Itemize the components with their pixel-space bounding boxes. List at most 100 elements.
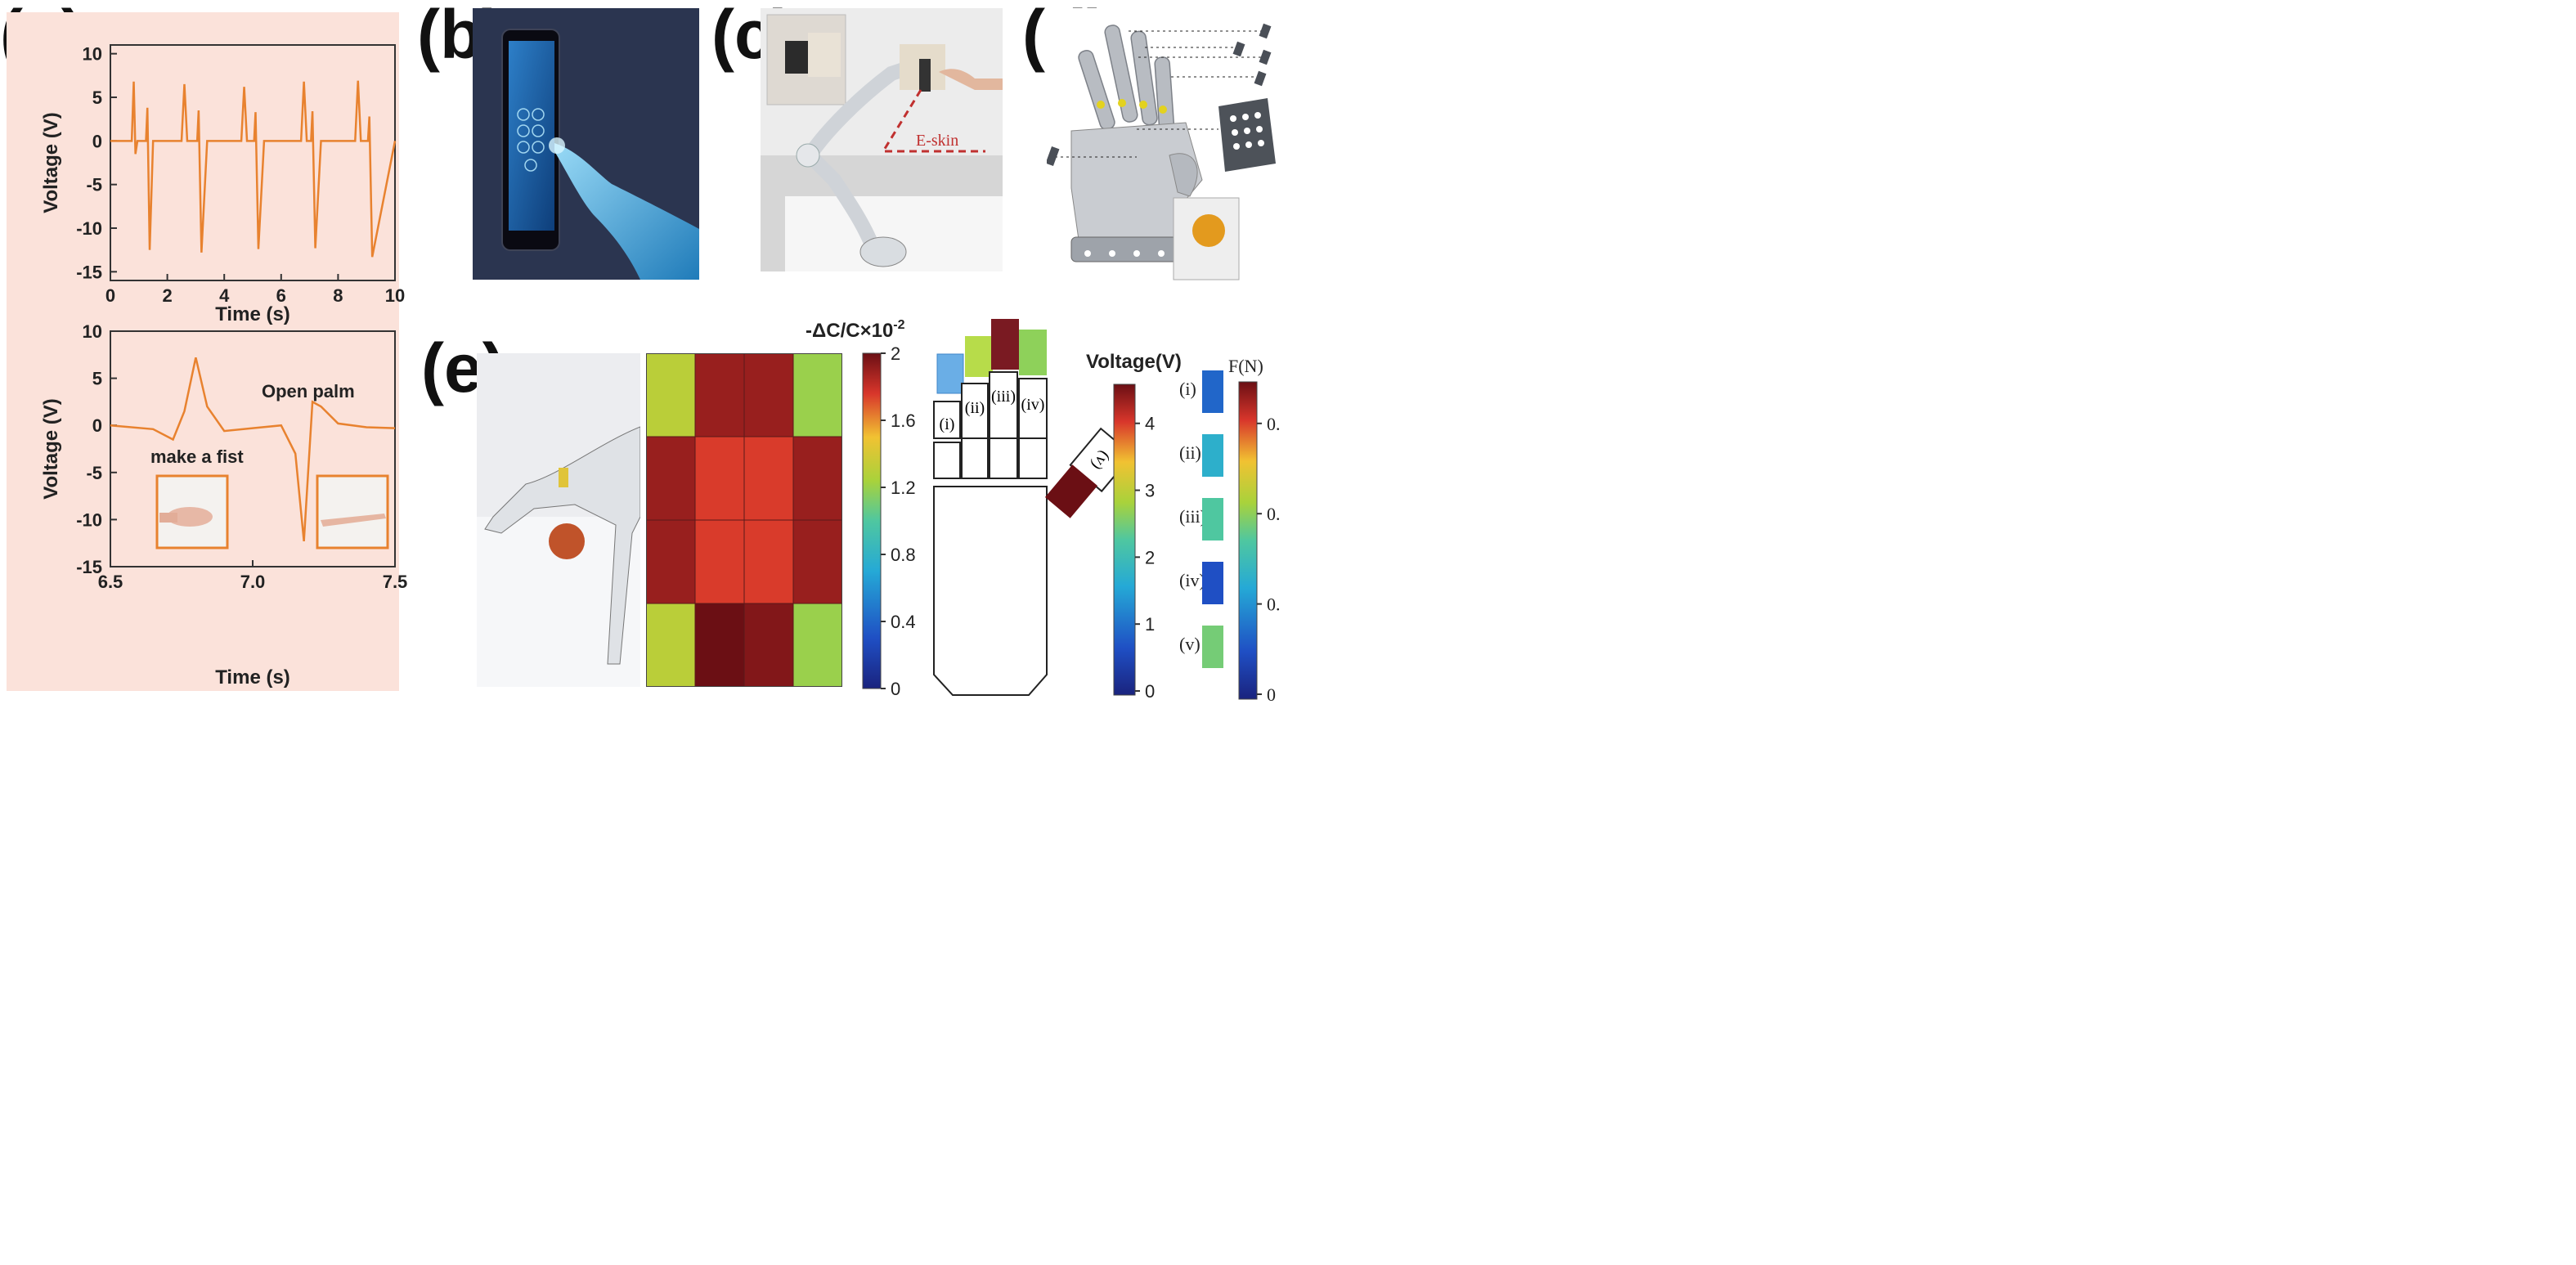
x-tick-label: 10 bbox=[385, 285, 405, 306]
heatmap-cell bbox=[646, 603, 696, 687]
force-label: (i) bbox=[1179, 379, 1196, 399]
heatmap-cell bbox=[743, 436, 794, 521]
colorbar-tick-label: 1.2 bbox=[891, 478, 916, 498]
schematic-label-i: (i) bbox=[940, 415, 955, 433]
colorbar-tick-label: 0 bbox=[1145, 681, 1155, 702]
colorbar-tick-label: 4 bbox=[1145, 414, 1155, 434]
y-tick-label: 10 bbox=[83, 321, 102, 342]
heatmap-colorbar: -ΔC/C×10-2 2 1.6 1.2 0.8 0.4 0 bbox=[806, 318, 916, 697]
x-tick-label: 2 bbox=[162, 285, 172, 306]
colorbar-tick-label: 2 bbox=[1145, 547, 1155, 567]
robot-hand-apple-photo bbox=[477, 353, 640, 687]
heatmap-cell bbox=[694, 353, 745, 437]
colorbar-tick-label: 0.3 bbox=[1267, 594, 1280, 615]
x-tick-label: 6.5 bbox=[98, 572, 123, 592]
heatmap-colorbar-title: -ΔC/C×10-2 bbox=[806, 318, 905, 342]
y-tick-label: -5 bbox=[86, 175, 102, 195]
schematic-label-iii: (iii) bbox=[991, 388, 1016, 406]
force-sensor-panel: (i)(ii)(iii)(iv)(v) F(N) 0.90.60.30 bbox=[1179, 356, 1280, 703]
top-series-line bbox=[110, 80, 397, 258]
annotation-open-palm: Open palm bbox=[262, 381, 355, 401]
y-tick-label: 0 bbox=[92, 415, 102, 436]
y-tick-label: -10 bbox=[76, 218, 102, 239]
voltage-colorbar-title: Voltage(V) bbox=[1086, 351, 1182, 373]
hand-icon bbox=[554, 143, 699, 280]
y-tick-label: -15 bbox=[76, 262, 102, 282]
force-bar bbox=[1202, 434, 1223, 477]
voltage-colorbar-gradient bbox=[1113, 384, 1136, 696]
phone-screen-icon bbox=[509, 41, 554, 231]
heatmap-cell bbox=[694, 436, 745, 521]
heatmap-cell bbox=[792, 519, 842, 604]
colorbar-tick-label: 0.9 bbox=[1267, 414, 1280, 434]
schematic-label-ii: (ii) bbox=[965, 399, 985, 417]
force-colorbar-gradient bbox=[1238, 381, 1258, 700]
phone-touch-illustration bbox=[473, 8, 699, 280]
e-skin-label: E-skin bbox=[916, 132, 958, 150]
force-label: (iv) bbox=[1179, 570, 1205, 590]
top-plot-frame bbox=[110, 44, 396, 281]
heatmap-cell bbox=[694, 603, 745, 687]
x-tick-label: 0 bbox=[105, 285, 115, 306]
x-tick-label: 4 bbox=[219, 285, 230, 306]
heatmap-cell bbox=[743, 519, 794, 604]
robot-arm-photo: E-skin bbox=[761, 8, 1003, 271]
heatmap-cell bbox=[646, 353, 696, 437]
force-bar bbox=[1202, 498, 1223, 541]
force-bar bbox=[1202, 562, 1223, 604]
colorbar-tick-label: 1.6 bbox=[891, 410, 916, 431]
panel-a-background bbox=[7, 12, 399, 691]
sensor-array-icon bbox=[1218, 98, 1276, 172]
colorbar-tick-label: 0.6 bbox=[1267, 504, 1280, 524]
heatmap-cell bbox=[792, 436, 842, 521]
y-tick-label: 10 bbox=[83, 44, 102, 65]
force-label: (iii) bbox=[1179, 506, 1206, 527]
top-xlabel: Time (s) bbox=[215, 303, 290, 325]
robot-hand-exploded-view bbox=[1047, 8, 1284, 282]
x-tick-label: 6 bbox=[276, 285, 286, 306]
y-tick-label: 5 bbox=[92, 369, 102, 389]
sensor-block-iii bbox=[991, 319, 1019, 370]
force-bar bbox=[1202, 370, 1223, 413]
apple-icon bbox=[549, 523, 585, 559]
heatmap-cell bbox=[646, 519, 696, 604]
sensor-block-ii bbox=[965, 336, 993, 377]
hand-sensor-schematic: (i) (ii) (iii) (iv) (v) bbox=[933, 319, 1133, 696]
colorbar-tick-label: 0.8 bbox=[891, 545, 916, 565]
sensor-block-v bbox=[1044, 464, 1098, 518]
heatmap-cell bbox=[743, 603, 794, 687]
heatmap-cell bbox=[646, 436, 696, 521]
y-tick-label: -15 bbox=[76, 557, 102, 577]
heatmap-cell bbox=[792, 603, 842, 687]
force-label: (ii) bbox=[1179, 442, 1201, 463]
force-label: (v) bbox=[1179, 634, 1200, 654]
colorbar-tick-label: 2 bbox=[891, 343, 900, 364]
annotation-make-fist: make a fist bbox=[150, 446, 244, 467]
human-hand-icon bbox=[939, 69, 1003, 90]
colorbar-tick-label: 3 bbox=[1145, 481, 1155, 501]
y-tick-label: 0 bbox=[92, 131, 102, 151]
heatmap-cell bbox=[694, 519, 745, 604]
bottom-series-line bbox=[110, 357, 396, 542]
y-tick-label: 5 bbox=[92, 87, 102, 108]
bottom-ylabel: Voltage (V) bbox=[40, 398, 62, 500]
colorbar-tick-label: 0 bbox=[1267, 684, 1276, 703]
colorbar-tick-label: 0.4 bbox=[891, 612, 916, 632]
schematic-label-iv: (iv) bbox=[1021, 396, 1045, 414]
heatmap-colorbar-gradient bbox=[862, 352, 882, 689]
palm-photo bbox=[316, 474, 389, 550]
x-tick-label: 7.5 bbox=[383, 572, 408, 592]
sensor-block-i bbox=[936, 353, 964, 394]
heatmap-cell bbox=[743, 353, 794, 437]
capacitance-heatmap bbox=[646, 353, 842, 687]
x-tick-label: 7.0 bbox=[240, 572, 266, 592]
bottom-xlabel: Time (s) bbox=[215, 666, 290, 689]
force-bar bbox=[1202, 626, 1223, 668]
colorbar-tick-label: 0 bbox=[891, 679, 900, 697]
sensor-block-iv bbox=[1019, 330, 1047, 375]
y-tick-label: -5 bbox=[86, 463, 102, 483]
